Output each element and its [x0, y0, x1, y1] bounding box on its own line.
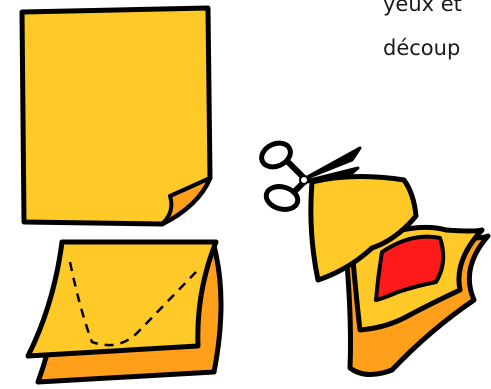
folded-sheet-with-dashed-cut-line [28, 242, 221, 382]
caption-line-2: découp [383, 38, 460, 59]
cut-folded-paper-pieces [311, 176, 488, 374]
sheet-with-curled-corner [22, 8, 210, 224]
caption-line-1: yeux et [383, 0, 462, 15]
